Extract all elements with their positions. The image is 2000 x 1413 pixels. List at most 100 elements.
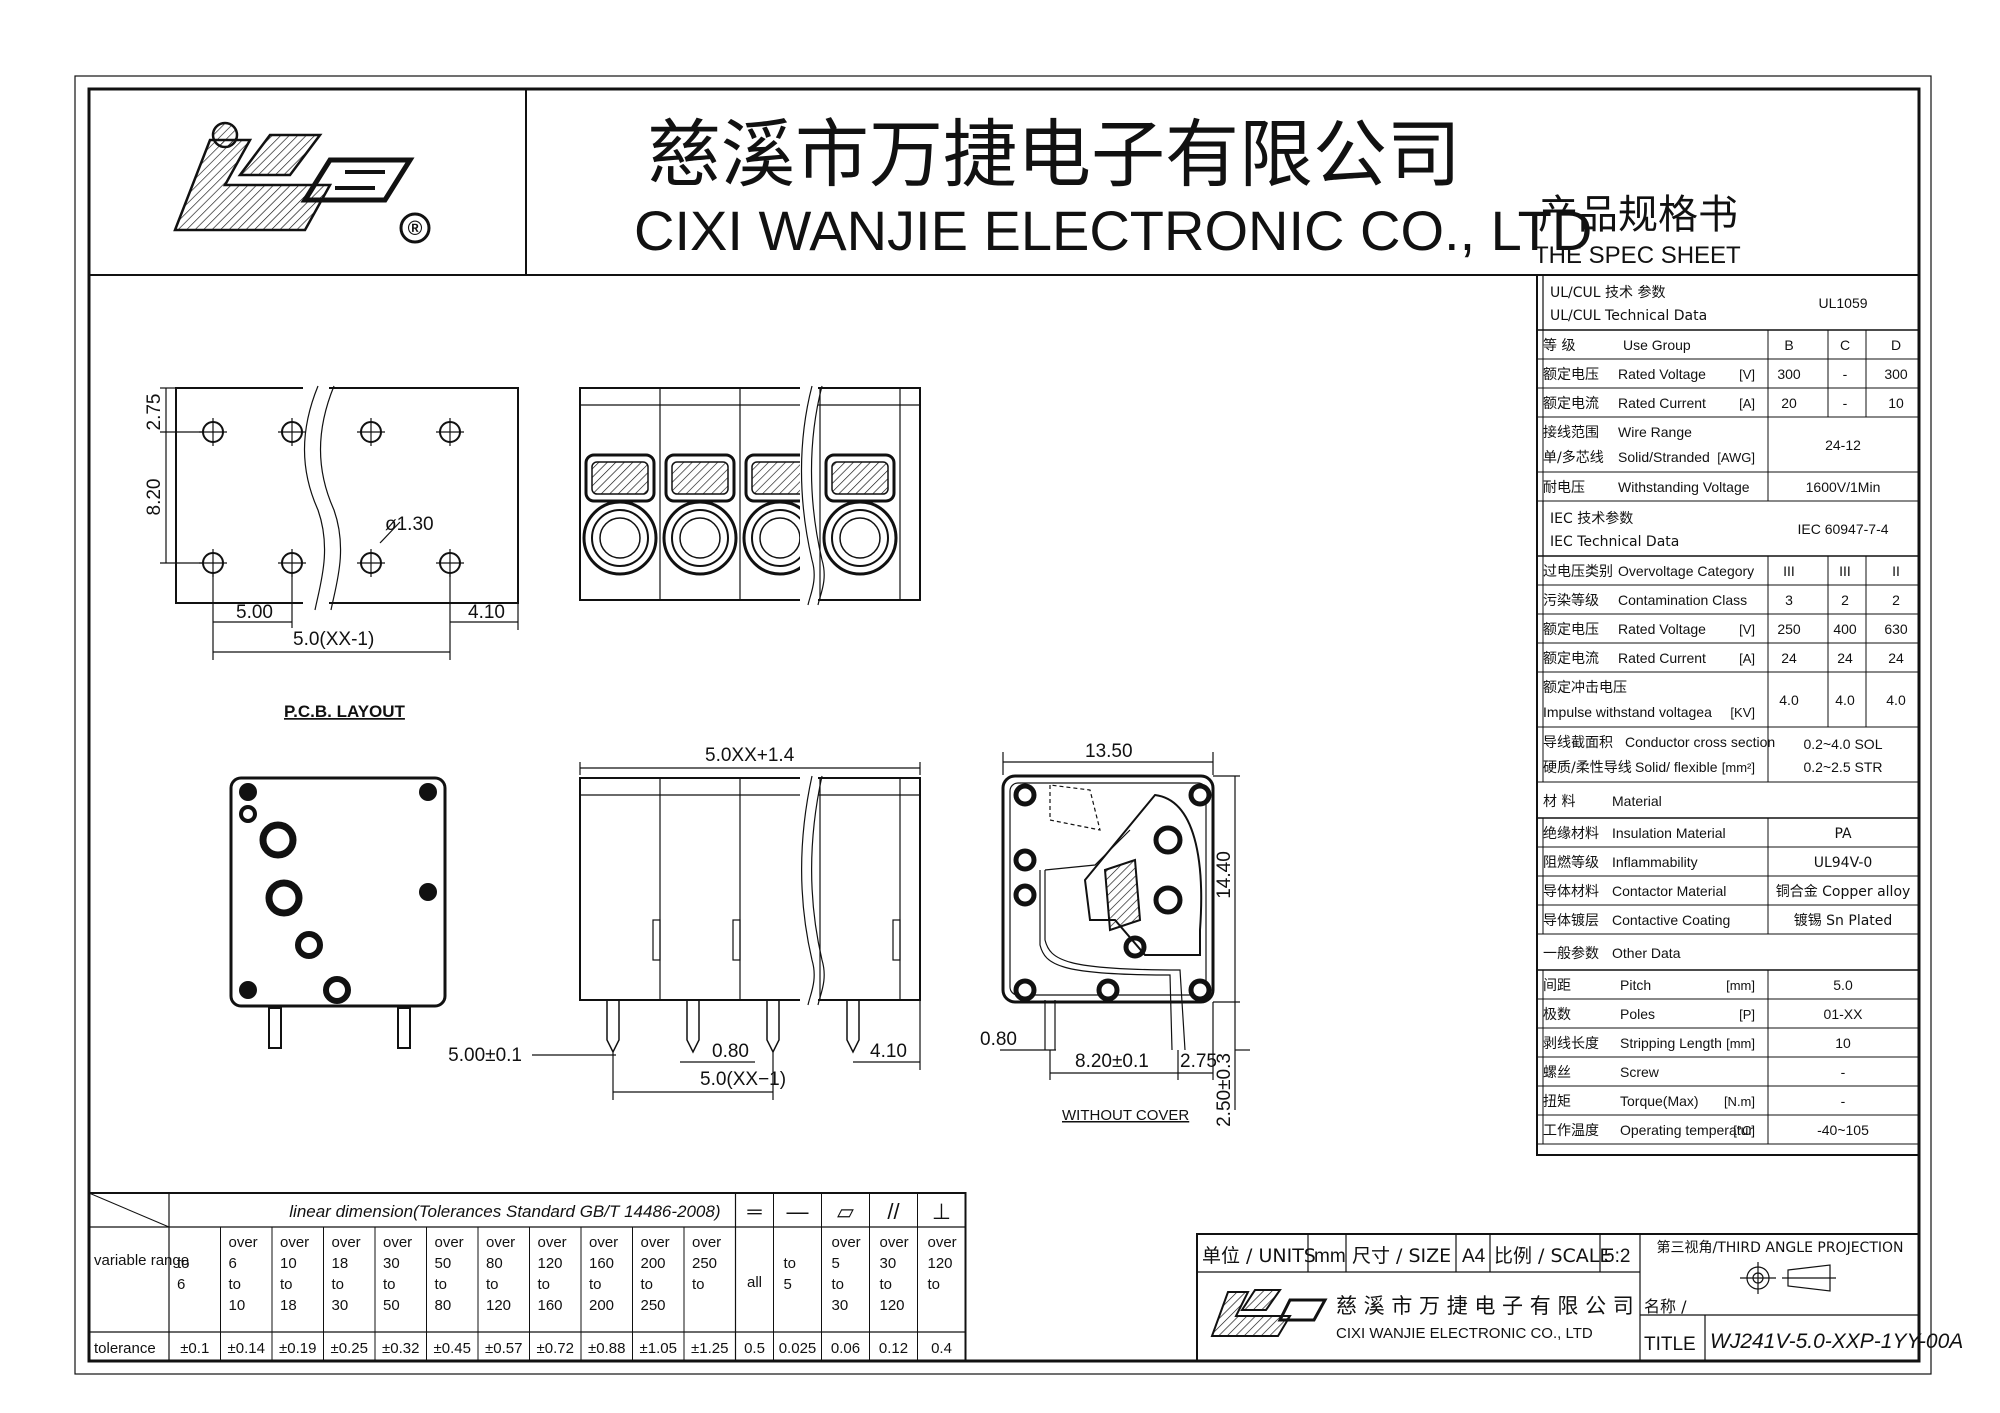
front-view [579,380,921,608]
tolerance-value: ±0.1 [180,1340,209,1357]
title-block-company-cn: 慈 溪 市 万 捷 电 子 有 限 公 司 [1336,1294,1634,1318]
other-row-value: 10 [1835,1035,1851,1051]
range-text: 10 [229,1297,246,1314]
range-text: over [435,1234,464,1251]
name-label: 名称 / [1644,1297,1687,1316]
dim-13-50: 13.50 [1085,741,1133,762]
tolerance-value: ±1.05 [640,1340,677,1357]
geo-range-text: to [784,1255,797,1272]
impulse-cn: 额定冲击电压 [1543,680,1627,696]
material-row-cn: 阻燃等级 [1543,854,1599,871]
iec-title-cn: IEC 技术参数 [1550,510,1633,527]
tolerance-table: linear dimension(Tolerances Standard GB/… [88,1192,967,1362]
other-head-cn: 一般参数 [1543,945,1599,962]
company-name-cn: 慈溪市万捷电子有限公司 [647,112,1461,198]
other-row-cn: 剥线长度 [1543,1036,1599,1052]
range-text: to [589,1276,602,1293]
geo-tolerance-value: 0.06 [831,1340,860,1357]
other-row-cn: 工作温度 [1543,1123,1599,1139]
iec-row-en: Contamination Class [1618,592,1747,608]
other-row-value: - [1841,1064,1846,1080]
other-head-en: Other Data [1612,945,1681,961]
projection-label: 第三视角/THIRD ANGLE PROJECTION [1657,1239,1904,1256]
other-row-unit: [P] [1739,1007,1755,1022]
company-name-en: CIXI WANJIE ELECTRONIC CO., LTD [634,199,1592,262]
range-text: over [332,1234,361,1251]
tolerance-value: ±0.14 [228,1340,265,1357]
tolerance-value: ±0.57 [485,1340,522,1357]
outer-border [74,75,1932,1375]
dim-tol-8-20: 8.20±0.1 [1075,1051,1149,1072]
other-row-cn: 扭矩 [1543,1094,1571,1110]
geo-range-text: 120 [880,1297,905,1314]
tolerance-value: ±0.25 [331,1340,368,1357]
range-text: 50 [383,1297,400,1314]
iec-row-value: III [1839,563,1851,579]
range-text: to [486,1276,499,1293]
scale-label: 比例 / SCALE [1494,1245,1611,1267]
pcb-layout-label: P.C.B. LAYOUT [284,702,406,721]
range-text: 18 [332,1255,349,1272]
range-text: 160 [589,1255,614,1272]
impulse-unit: [KV] [1730,705,1755,720]
material-row-en: Inflammability [1612,854,1698,870]
spec-title-cn: 产品规格书 [1538,192,1738,238]
withstand-value: 1600V/1Min [1806,479,1881,495]
inner-border [87,87,1921,1363]
ul-title-en: UL/CUL Technical Data [1550,308,1707,324]
other-row-unit: [mm] [1726,1036,1755,1051]
dim-4-10-b: 4.10 [870,1041,907,1062]
without-cover-label: WITHOUT COVER [1062,1107,1189,1124]
iec-row-cn: 污染等级 [1543,592,1599,609]
dim-14-40: 14.40 [1214,851,1235,899]
material-row-value: UL94V-0 [1814,855,1873,871]
range-text: over [538,1234,567,1251]
geo-range-text: 120 [928,1255,953,1272]
units-label: 单位 / UNITS [1202,1245,1316,1267]
conductor-en-2: Solid/ flexible [1635,759,1718,775]
range-text: over [229,1234,258,1251]
range-text: 80 [435,1297,452,1314]
range-text: to [692,1276,705,1293]
material-row-cn: 绝缘材料 [1543,826,1599,842]
bottom-view [229,776,447,1049]
geometry-symbol: ⊥ [932,1199,951,1224]
other-row-unit: [°C] [1733,1123,1755,1138]
impulse-en: Impulse withstand voltagea [1543,704,1712,720]
conductor-cn-2: 硬质/柔性导线 [1543,760,1632,776]
iec-row-value: 3 [1785,592,1793,608]
iec-row-value: 2 [1841,592,1849,608]
other-row-value: -40~105 [1817,1122,1869,1138]
ul-row-en: Rated Voltage [1618,366,1706,382]
other-row-en: Stripping Length [1620,1035,1722,1051]
range-text: 160 [538,1297,563,1314]
geo-range-text: 5 [784,1276,792,1293]
group-c: C [1840,337,1850,353]
screw-opening [662,500,738,576]
geo-range-text: 5 [832,1255,840,1272]
dim-4-10: 4.10 [468,602,505,623]
range-text: over [589,1234,618,1251]
other-row-en: Operating temperatur [1620,1122,1753,1138]
material-row-cn: 导体材料 [1543,884,1599,900]
range-text: 200 [589,1297,614,1314]
iec-standard: IEC 60947-7-4 [1797,521,1888,537]
ul-row-value: 10 [1888,395,1904,411]
range-text: 18 [280,1297,297,1314]
material-head-en: Material [1612,793,1662,809]
other-row-cn: 极数 [1543,1007,1571,1023]
other-row-en: Torque(Max) [1620,1093,1699,1109]
range-text: 250 [692,1255,717,1272]
ul-row-cn: 额定电压 [1543,367,1599,383]
use-group-cn: 等 级 [1543,337,1575,354]
iec-title-en: IEC Technical Data [1550,534,1679,550]
spec-title-en: THE SPEC SHEET [1534,242,1741,269]
geo-range-text: 30 [880,1255,897,1272]
range-text: to [229,1276,242,1293]
dim-tol-2-50: 2.50±0.3 [1214,1053,1235,1127]
flatness-symbol: ═ [746,1201,762,1223]
ul-row-value: 20 [1781,395,1797,411]
registered-mark: ® [408,218,423,240]
iec-row-value: 250 [1777,621,1801,637]
tolerance-label: tolerance [94,1340,156,1357]
